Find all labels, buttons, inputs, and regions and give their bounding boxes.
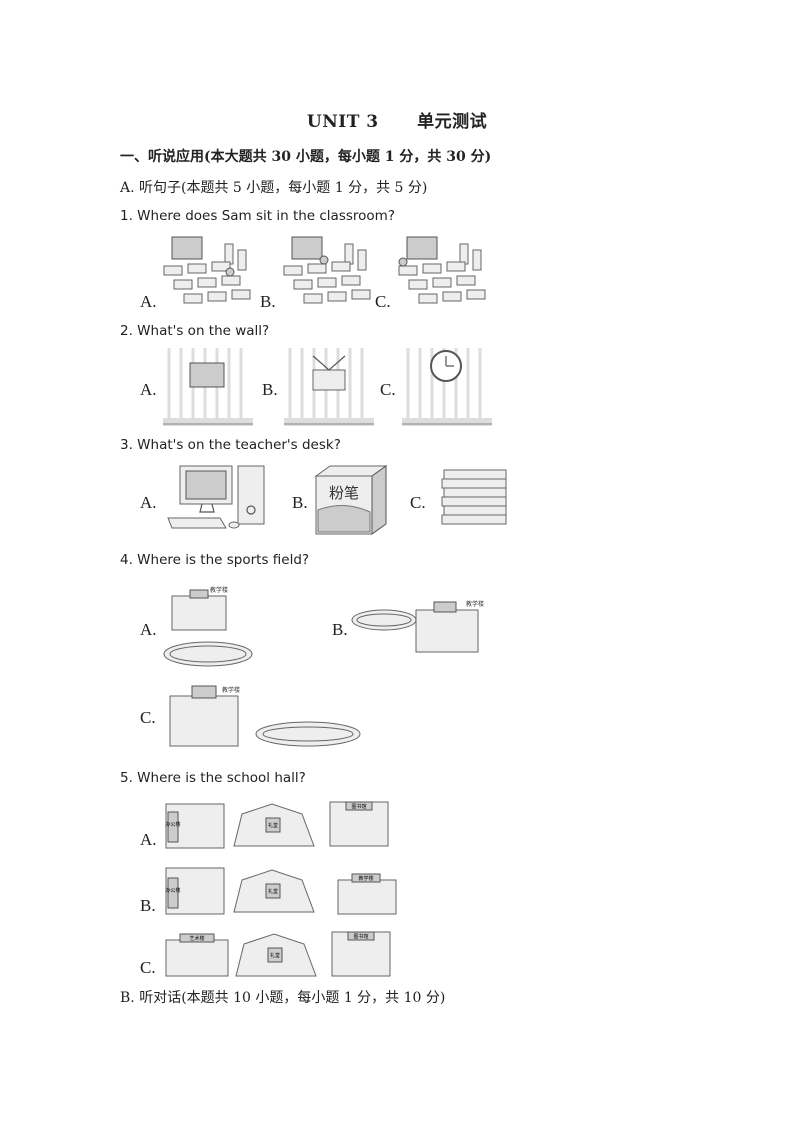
svg-text:图书馆: 图书馆 <box>353 933 368 940</box>
part-a-heading: A. 听句子(本题共 5 小题，每小题 1 分，共 5 分) <box>120 180 428 196</box>
q4-option-c[interactable]: C. <box>140 708 156 727</box>
q4-option-b[interactable]: B. <box>332 620 348 639</box>
q2-option-a[interactable]: A. <box>140 380 157 399</box>
svg-text:教学楼: 教学楼 <box>358 875 373 882</box>
svg-text:教学楼: 教学楼 <box>466 600 484 608</box>
q5-option-a[interactable]: A. <box>140 830 157 849</box>
classroom-image-c <box>398 236 486 304</box>
classroom-image-b <box>283 236 371 304</box>
svg-text:礼堂: 礼堂 <box>268 822 278 829</box>
svg-text:教学楼: 教学楼 <box>222 686 240 694</box>
q3-option-a[interactable]: A. <box>140 493 157 512</box>
question-1: 1. Where does Sam sit in the classroom? <box>120 208 395 224</box>
svg-text:办公楼: 办公楼 <box>165 887 180 894</box>
field-map-a: 教学楼 <box>163 586 253 667</box>
q2-option-c[interactable]: C. <box>380 380 396 399</box>
buildings-row-a: 办公楼 礼堂 图书馆 <box>165 801 389 849</box>
q2-option-b[interactable]: B. <box>262 380 278 399</box>
q3-option-b[interactable]: B. <box>292 493 308 512</box>
question-2: 2. What's on the wall? <box>120 323 270 339</box>
q3-option-c[interactable]: C. <box>410 493 426 512</box>
q1-option-c[interactable]: C. <box>375 292 391 311</box>
wall-clock-image <box>402 348 492 426</box>
page-title: UNIT 3 单元测试 <box>306 112 488 132</box>
q4-option-a[interactable]: A. <box>140 620 157 639</box>
q1-option-b[interactable]: B. <box>260 292 276 311</box>
field-map-b: 教学楼 <box>351 600 484 653</box>
svg-text:办公楼: 办公楼 <box>165 821 180 828</box>
part-b-heading: B. 听对话(本题共 10 小题，每小题 1 分，共 10 分) <box>120 990 446 1006</box>
svg-text:艺术楼: 艺术楼 <box>189 935 204 942</box>
buildings-row-b: 办公楼 礼堂 教学楼 <box>165 867 397 915</box>
svg-text:礼堂: 礼堂 <box>270 952 280 959</box>
question-5: 5. Where is the school hall? <box>120 770 306 786</box>
chalk-box-image: 粉笔 <box>314 465 388 535</box>
q5-option-b[interactable]: B. <box>140 896 156 915</box>
field-map-c: 教学楼 <box>169 685 361 747</box>
svg-text:礼堂: 礼堂 <box>268 888 278 895</box>
q5-option-c[interactable]: C. <box>140 958 156 977</box>
classroom-image-a <box>163 236 251 304</box>
buildings-row-c: 艺术楼 礼堂 图书馆 <box>165 931 391 977</box>
chalk-label: 粉笔 <box>329 484 359 502</box>
svg-text:图书馆: 图书馆 <box>351 803 366 810</box>
wall-picture-image <box>284 348 374 426</box>
wall-map-image <box>163 348 253 426</box>
q1-option-a[interactable]: A. <box>140 292 157 311</box>
books-image <box>441 469 507 525</box>
computer-image <box>167 465 265 529</box>
question-3: 3. What's on the teacher's desk? <box>120 437 341 453</box>
section-heading: 一、听说应用(本大题共 30 小题，每小题 1 分，共 30 分) <box>120 149 492 165</box>
svg-text:教学楼: 教学楼 <box>210 586 228 594</box>
question-4: 4. Where is the sports field? <box>120 552 310 568</box>
